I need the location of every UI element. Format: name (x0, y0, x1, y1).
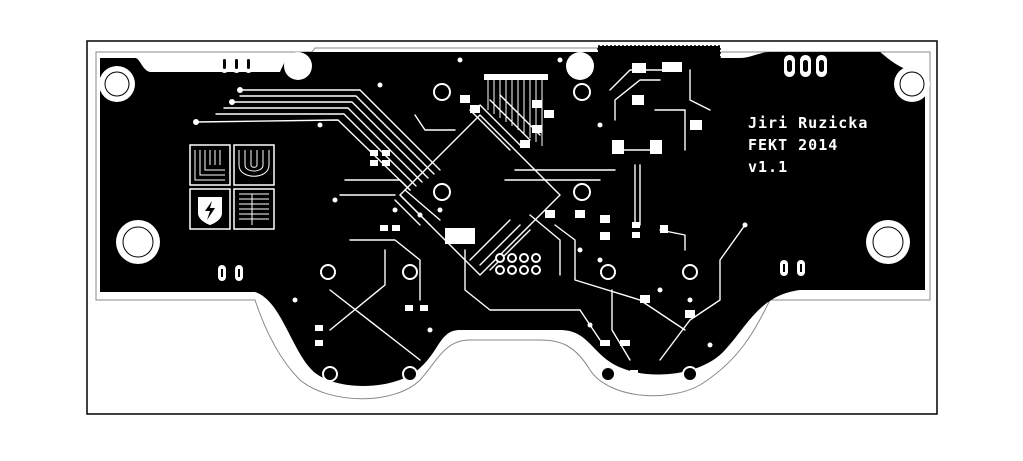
vias (287, 57, 748, 348)
trace-routing-top-right (609, 62, 711, 154)
microcontroller-footprint (394, 94, 561, 276)
header-pads-top-left (220, 55, 253, 73)
header-pads-top-right (784, 55, 827, 77)
mounting-hole-icon (872, 226, 904, 258)
components-smd (315, 95, 695, 391)
trace-routing-lower (329, 114, 746, 361)
mounting-hole-icon (566, 52, 594, 80)
trace-bus-left (193, 87, 441, 191)
mounting-hole-icon (122, 226, 154, 258)
mounting-hole-icon (104, 71, 130, 97)
silkscreen-text: Jiri Ruzicka FEKT 2014 v1.1 (748, 114, 868, 176)
through-hole-pads (320, 83, 698, 382)
silkscreen-author: Jiri Ruzicka (748, 114, 868, 132)
mounting-hole-icon (284, 52, 312, 80)
mounting-hole-icon (899, 71, 925, 97)
trace-bus-top (484, 74, 548, 146)
fekt-vut-logo (189, 144, 275, 230)
programming-header (495, 253, 541, 275)
mounting-holes (99, 52, 930, 264)
silkscreen-faculty-year: FEKT 2014 (748, 136, 838, 154)
silkscreen-version: v1.1 (748, 158, 788, 176)
switch-pads (218, 260, 805, 281)
